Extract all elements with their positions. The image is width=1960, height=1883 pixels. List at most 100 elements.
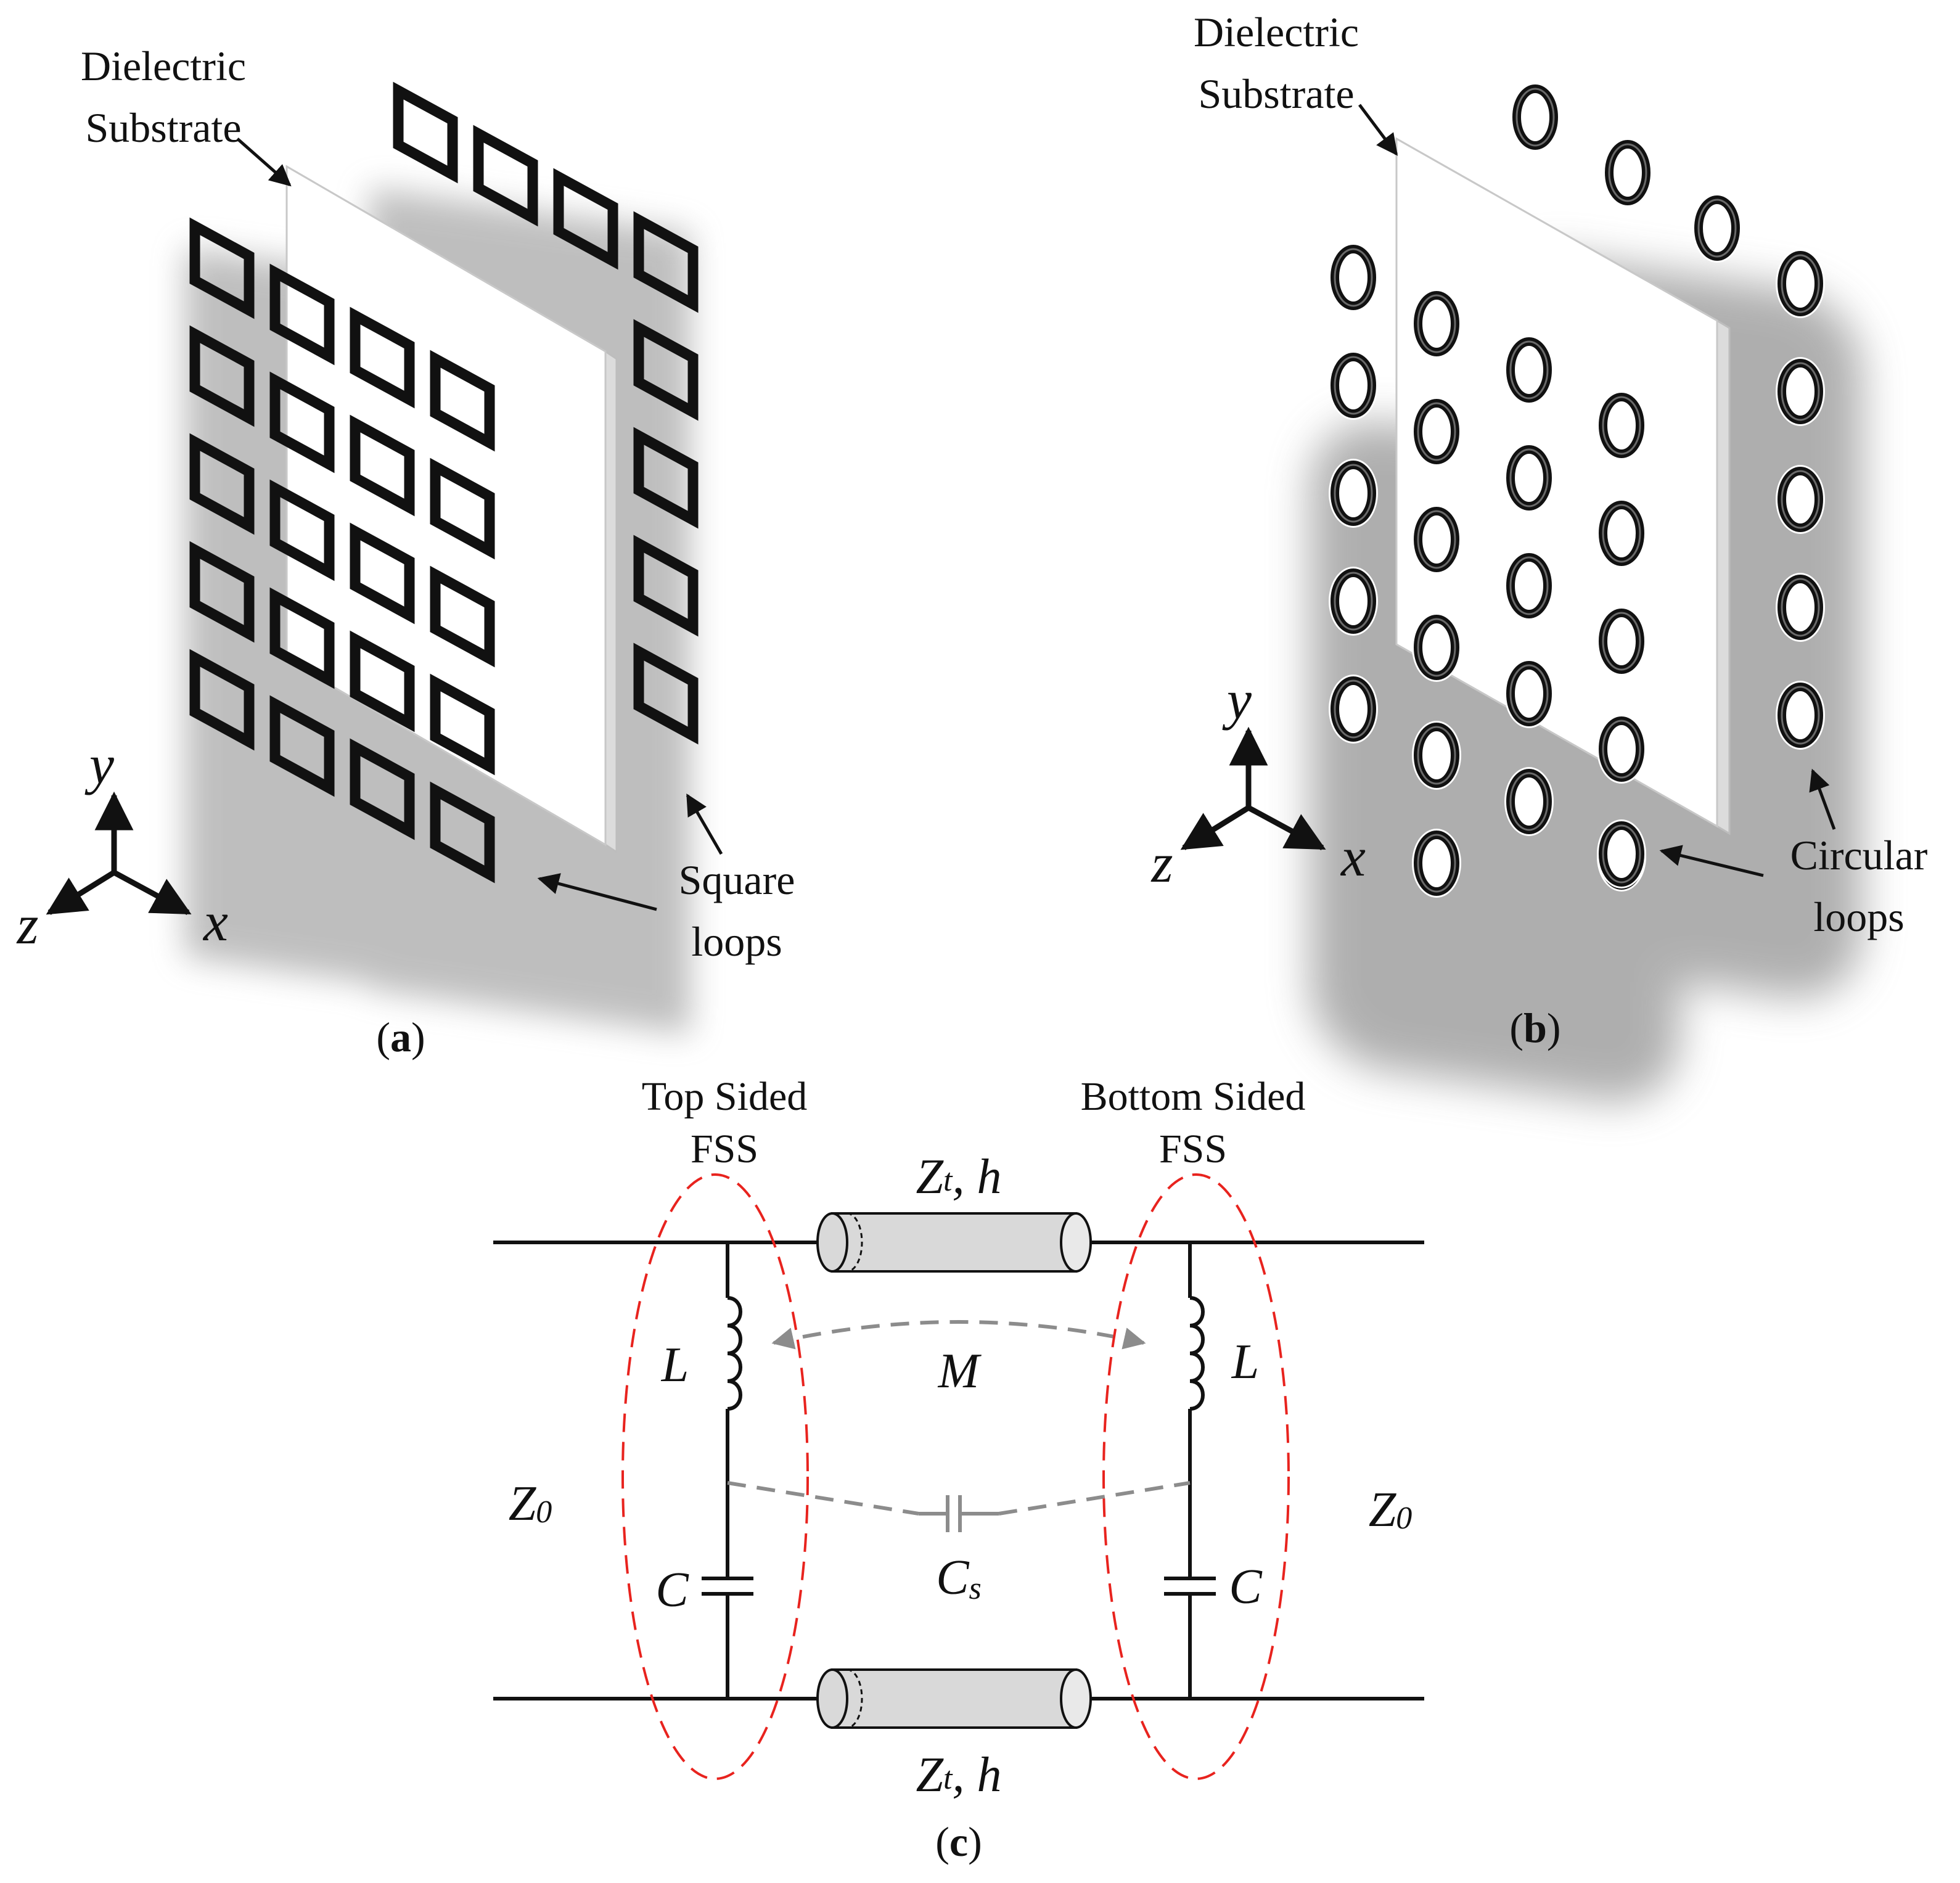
- panel-a-substrate-label-line1: Dielectric: [81, 43, 246, 89]
- panel-a-substrate-arrow: [236, 137, 292, 187]
- panel-a-substrate-label-line2: Substrate: [85, 104, 241, 151]
- circular-loop-icon: [1504, 767, 1554, 836]
- coupling-capacitor: [727, 1481, 1191, 1532]
- square-loop-icon: [189, 325, 255, 427]
- circular-loop-icon: [1776, 465, 1825, 534]
- panel-a-z-axis-arrow: [46, 870, 116, 915]
- square-loop-icon: [430, 565, 495, 668]
- panel-a-axis-z-label: z: [15, 895, 38, 956]
- square-loop-icon: [633, 319, 699, 421]
- square-loop-icon: [553, 168, 618, 270]
- panel-b-loops-label-line1: Circular: [1790, 832, 1928, 879]
- z0-right-label: Z0: [1369, 1483, 1413, 1537]
- square-loop-icon: [189, 649, 255, 751]
- top-fss-label-line1: Top Sided: [642, 1074, 808, 1119]
- mutual-coupling-arrow: [771, 1320, 1146, 1350]
- panel-a-loops-label-line1: Square: [679, 856, 795, 903]
- square-loop-icon: [350, 630, 415, 732]
- circular-loop-icon: [1329, 243, 1378, 312]
- square-loop-icon: [269, 695, 335, 797]
- left-inductor-label: L: [661, 1338, 689, 1392]
- panel-b-substrate-side: [1716, 319, 1731, 835]
- square-loop-icon: [350, 522, 415, 625]
- circular-loop-icon: [1329, 675, 1378, 744]
- square-loop-icon: [633, 535, 699, 637]
- panel-b-axis-z-label: z: [1150, 833, 1173, 894]
- square-loop-icon: [633, 642, 699, 745]
- square-loop-icon: [350, 306, 415, 409]
- square-loop-icon: [189, 217, 255, 319]
- panel-b-front-loops: [1412, 289, 1646, 898]
- panel-a-substrate-side: [604, 350, 618, 854]
- square-loop-icon: [350, 738, 415, 840]
- right-capacitor-label: C: [1229, 1560, 1263, 1614]
- bottom-fss-label-line2: FSS: [1159, 1126, 1227, 1171]
- panel-c-caption: (c): [935, 1818, 982, 1865]
- circular-loop-icon: [1412, 289, 1461, 358]
- square-loop-icon: [350, 414, 415, 517]
- panel-a-axis-x-label: x: [202, 892, 228, 953]
- square-loop-icon: [633, 211, 699, 313]
- circular-loop-icon: [1329, 351, 1378, 420]
- inductor-coil-icon: [727, 1296, 742, 1411]
- panel-b-axis-x-label: x: [1340, 827, 1366, 888]
- circular-loop-icon: [1597, 819, 1646, 888]
- circular-loop-icon: [1692, 194, 1742, 263]
- circular-loop-icon: [1603, 138, 1652, 207]
- circular-loop-icon: [1412, 397, 1461, 466]
- circular-loop-icon: [1597, 499, 1646, 568]
- square-loop-icon: [473, 125, 538, 227]
- panel-a-front-loops: [269, 263, 699, 884]
- panel-b-loops-label-line2: loops: [1813, 893, 1904, 940]
- bottom-fss-ellipse: [1102, 1173, 1290, 1780]
- square-loop-icon: [430, 781, 495, 884]
- panel-b-axes: y x z: [1150, 670, 1366, 894]
- circular-loop-icon: [1597, 391, 1646, 460]
- panel-b-caption: (b): [1509, 1004, 1560, 1051]
- square-loop-icon: [269, 263, 335, 366]
- top-fss-ellipse: [621, 1173, 809, 1780]
- mutual-inductance-label: M: [938, 1344, 982, 1398]
- panel-c: Top Sided FSS Bottom Sided FSS Zt, h Zt,…: [493, 1074, 1424, 1865]
- square-loop-icon: [269, 371, 335, 474]
- circular-loop-icon: [1776, 357, 1825, 426]
- square-loop-icon: [189, 541, 255, 643]
- square-loop-icon: [269, 479, 335, 581]
- circular-loop-icon: [1597, 715, 1646, 784]
- panel-b-substrate-label-line2: Substrate: [1198, 70, 1354, 117]
- right-shunt-branch: [1164, 1242, 1216, 1699]
- bottom-tline-label: Zt, h: [916, 1748, 1002, 1802]
- panel-a-axis-y-label: y: [84, 734, 114, 795]
- panel-b: Dielectric Substrate Circular loops y x …: [1150, 9, 1928, 1102]
- top-tline-label: Zt, h: [916, 1150, 1002, 1204]
- inductor-coil-icon: [1189, 1296, 1205, 1411]
- bottom-transmission-line: [816, 1668, 1092, 1729]
- circular-loop-icon: [1329, 567, 1378, 636]
- circular-loop-icon: [1504, 551, 1554, 620]
- panel-b-loops-arrow-1: [1809, 768, 1836, 830]
- coupling-capacitor-label: Cs: [936, 1551, 982, 1606]
- square-loop-icon: [393, 81, 458, 184]
- top-fss-label-line2: FSS: [691, 1126, 758, 1171]
- square-loop-icon: [269, 587, 335, 689]
- panel-a-loops-label-line2: loops: [691, 918, 782, 965]
- circular-loop-icon: [1412, 505, 1461, 574]
- panel-b-axis-y-label: y: [1222, 670, 1252, 731]
- bottom-fss-label-line1: Bottom Sided: [1081, 1074, 1306, 1119]
- circular-loop-icon: [1776, 681, 1825, 750]
- panel-a-axes: y x z: [15, 734, 228, 956]
- left-shunt-branch: [702, 1242, 753, 1699]
- panel-b-back-loops: [1329, 83, 1825, 750]
- left-capacitor-label: C: [655, 1563, 689, 1617]
- top-transmission-line: [816, 1212, 1092, 1273]
- circular-loop-icon: [1511, 83, 1560, 152]
- panel-b-z-axis-arrow: [1180, 805, 1250, 850]
- circular-loop-icon: [1329, 459, 1378, 528]
- panel-a-loops-arrow-2: [537, 873, 657, 911]
- circular-loop-icon: [1776, 249, 1825, 318]
- circular-loop-icon: [1776, 573, 1825, 642]
- panel-b-substrate-label-line1: Dielectric: [1194, 9, 1359, 55]
- panel-a-x-axis-arrow: [112, 870, 192, 915]
- circular-loop-icon: [1504, 659, 1554, 728]
